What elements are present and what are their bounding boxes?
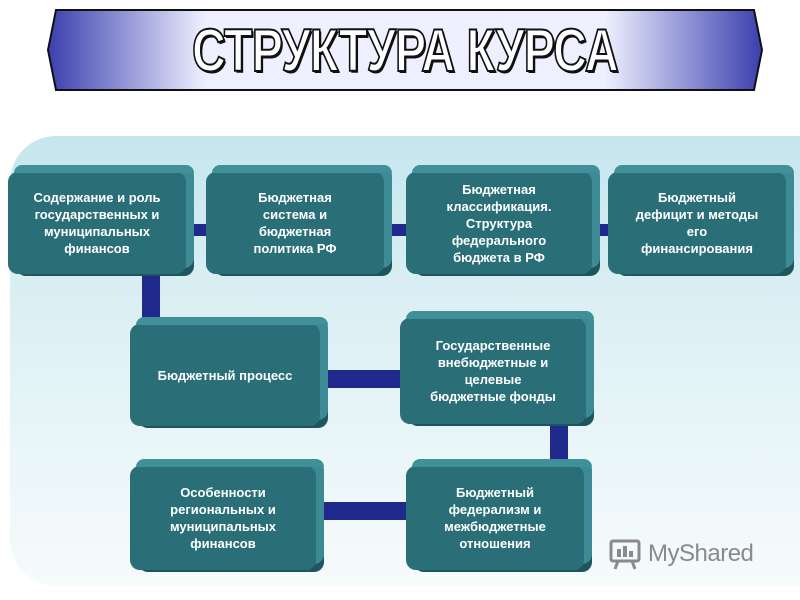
course-topic-label: Бюджетный процесс: [157, 367, 293, 383]
presentation-board-icon: [609, 539, 641, 570]
course-topic-box: Бюджетная система и бюджетная политика Р…: [206, 165, 392, 274]
title-banner: СТРУКТУРА КУРСА: [46, 8, 764, 92]
watermark-text: MyShared: [648, 540, 754, 567]
connector-b1-b5: [142, 268, 160, 328]
course-topic-label: Особенности региональных и муниципальных…: [169, 485, 277, 551]
course-topic-label: Государственные внебюджетные и целевые б…: [430, 338, 556, 404]
page-title: СТРУКТУРА КУРСА: [191, 16, 619, 85]
course-topic-box: Содержание и роль государственных и муни…: [8, 165, 194, 274]
course-topic-box: Бюджетная классификация. Структура федер…: [406, 165, 600, 274]
course-topic-label: Бюджетная система и бюджетная политика Р…: [253, 190, 337, 256]
course-topic-label: Содержание и роль государственных и муни…: [33, 190, 161, 256]
course-topic-label: Бюджетный дефицит и методы его финансиро…: [635, 190, 759, 256]
course-topic-box: Бюджетный процесс: [130, 317, 328, 426]
course-topic-box: Особенности региональных и муниципальных…: [130, 459, 324, 570]
connector-b5-b6: [316, 370, 406, 388]
connector-b7-b8: [316, 502, 408, 520]
connector-b6-b8: [550, 420, 568, 468]
course-topic-label: Бюджетный федерализм и межбюджетные отно…: [444, 485, 546, 551]
course-topic-box: Государственные внебюджетные и целевые б…: [400, 311, 594, 424]
watermark: MyShared: [608, 536, 754, 572]
title-banner-shape: [46, 9, 764, 91]
course-topic-label: Бюджетная классификация. Структура федер…: [446, 181, 552, 265]
course-topic-box: Бюджетный федерализм и межбюджетные отно…: [406, 459, 592, 570]
course-topic-box: Бюджетный дефицит и методы его финансиро…: [608, 165, 794, 274]
